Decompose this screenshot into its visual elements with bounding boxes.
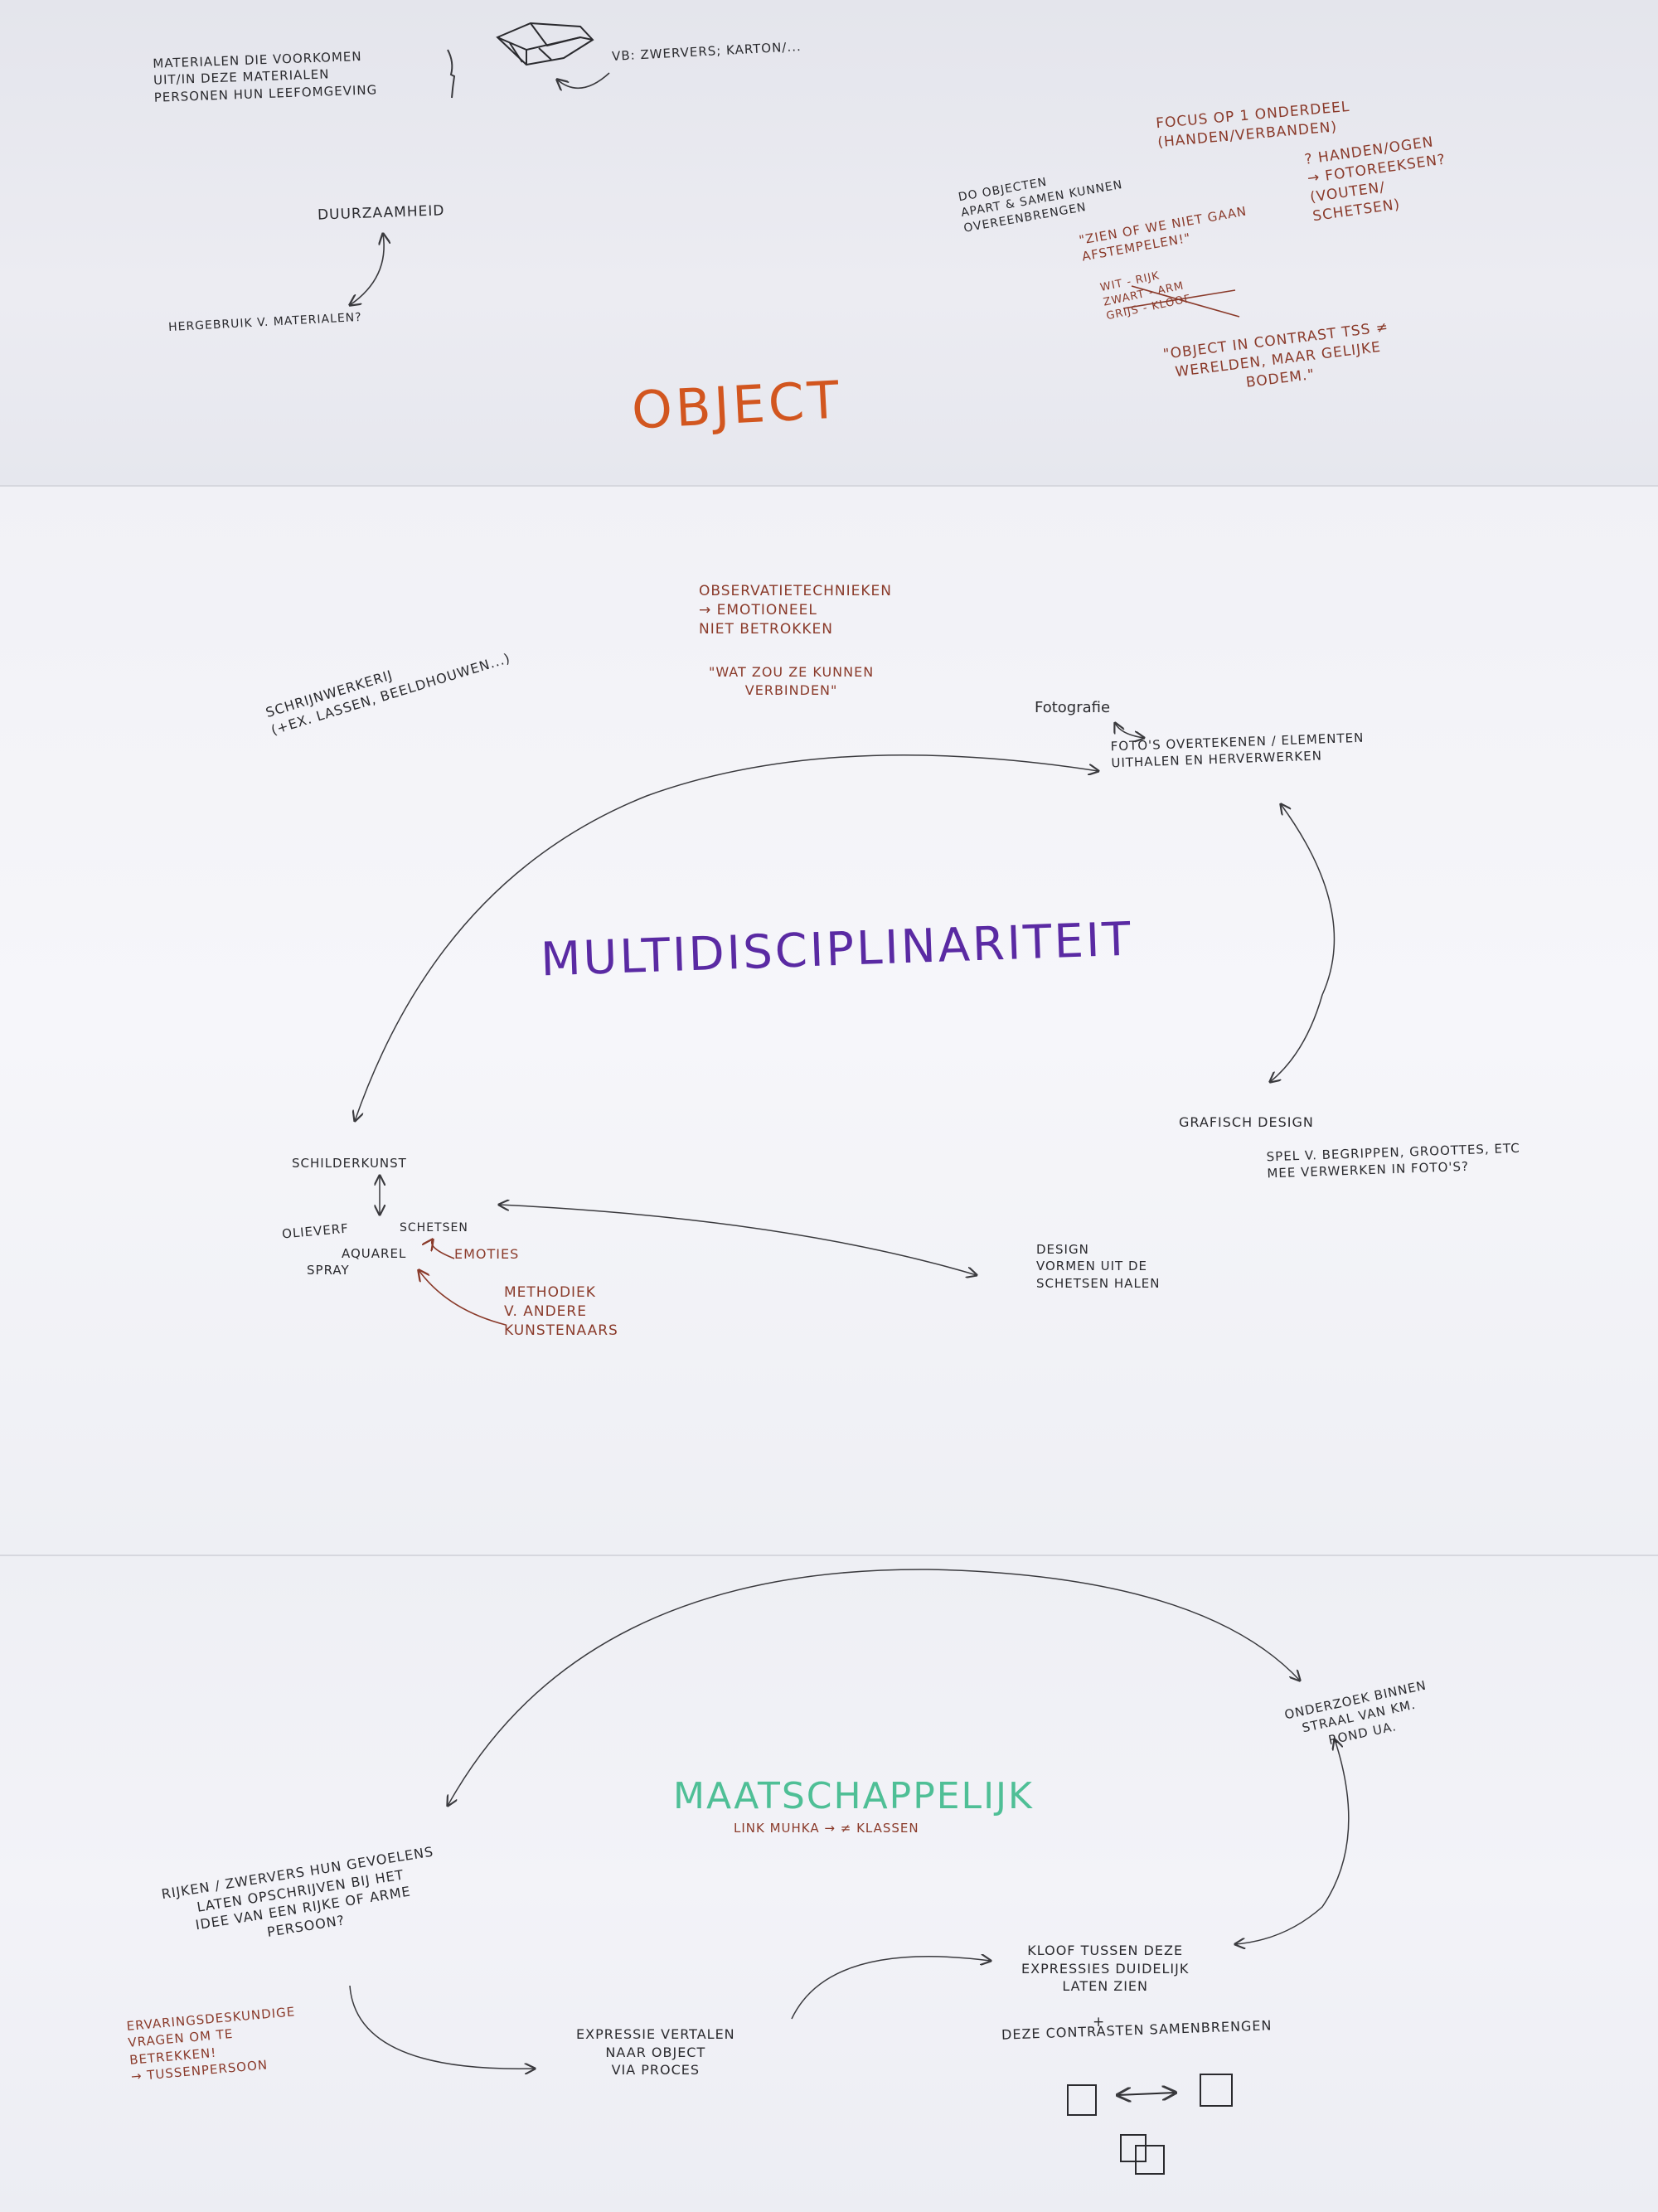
wat-zou-quote: "Wat zou ze kunnen verbinden" [709,664,875,698]
crossed-out-marks [1122,285,1240,318]
design-note: Design vormen uit de schetsen halen [1036,1242,1161,1291]
contrast-squares [1067,2074,1233,2175]
maat-arc-top [448,1569,1300,1806]
emoties-arrow [432,1239,455,1259]
design-arrow [499,1205,977,1275]
object-title: OBJECT [630,369,844,441]
plus-sign: + [1093,2014,1106,2030]
maatschappelijk-subtitle: Link Muhka → ≠ klassen [734,1821,919,1836]
methodiek-note: Methodiek v. andere kunstenaars [504,1284,618,1339]
expressie-note: Expressie vertalen naar object via proce… [576,2026,735,2079]
multi-arc-right [1270,804,1336,1082]
emoties-label: Emoties [454,1246,520,1262]
box-drawing [496,22,594,66]
kloof-note: Kloof tussen deze expressies duidelijk l… [1021,1943,1190,1995]
fotografie-label: Fotografie [1035,699,1111,716]
rijken-to-expressie-arrow [349,1985,535,2069]
grafisch-design-label: Grafisch design [1179,1114,1314,1130]
materials-note: Materialen die voorkomen uit/in deze mat… [153,48,378,105]
aquarel-label: Aquarel [342,1246,407,1261]
maatschappelijk-title: MAATSCHAPPELIJK [673,1775,1034,1817]
methodiek-arrow [419,1270,507,1326]
box-note-arrow [557,72,610,88]
duurzaamheid-arrow [350,234,384,305]
expressie-to-kloof-arrow [791,1957,991,2020]
observatie-note: Observatietechnieken → Emotioneel niet b… [699,583,893,638]
schetsen-label: Schetsen [400,1221,468,1235]
fotografie-arrow [1115,723,1144,738]
paper-sheet-maatschappelijk [0,1555,1658,2212]
schilderkunst-label: Schilderkunst [292,1156,407,1171]
maat-arc-right [1235,1739,1350,1944]
multi-arc-left [355,754,1098,1121]
spray-label: Spray [307,1263,350,1278]
paper-sheet-object [0,0,1658,485]
brace-mark [447,49,456,99]
